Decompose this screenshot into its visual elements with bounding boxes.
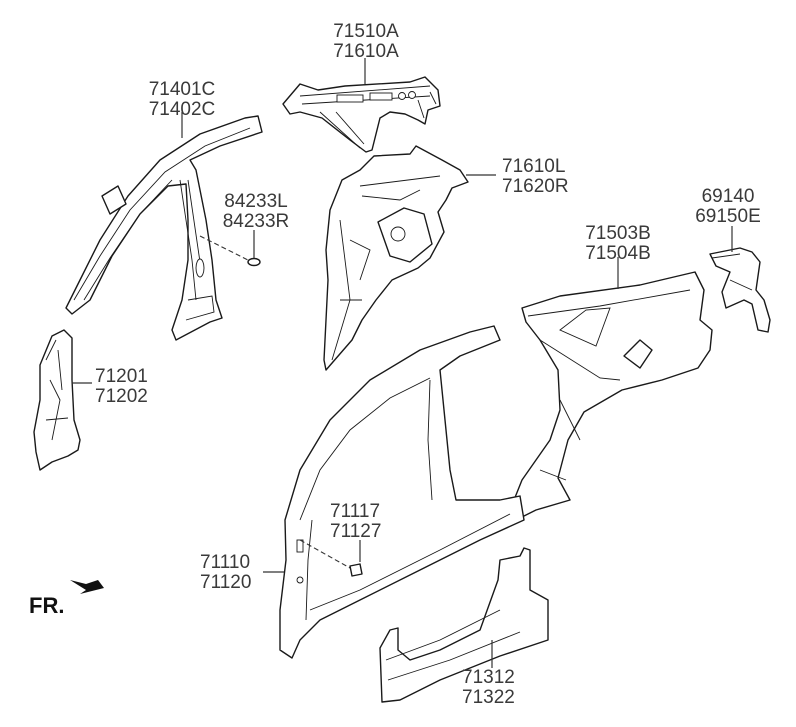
part-tailgate-bracket[interactable] [709,226,771,333]
part-front-pillar-inner[interactable] [33,329,92,471]
part-number: 71402C [148,99,216,120]
part-number: 71503B [585,223,651,244]
part-number: 71322 [462,687,515,708]
label-bracket-clip: 71117 71127 [330,502,381,542]
label-clip: 84233L 84233R [216,192,296,232]
part-quarter-panel[interactable] [513,271,713,519]
part-number: 71610L [502,156,566,177]
part-number: 71510A [333,21,399,42]
label-roof-rail-upper: 71510A 71610A [326,22,406,62]
label-quarter-panel: 71503B 71504B [578,224,658,264]
part-number: 71202 [95,386,148,407]
part-number: 71620R [502,176,569,197]
part-number: 71312 [462,667,515,688]
label-front-pillar-inner: 71201 71202 [95,367,148,407]
part-number: 69140 [701,186,755,207]
part-number: 71120 [200,572,252,593]
part-number: 71127 [330,521,382,542]
label-roof-rail-inner: 71401C 71402C [142,80,222,120]
part-side-outer-panel[interactable] [263,325,525,659]
part-number: 71117 [330,501,381,522]
part-roof-rail-inner[interactable] [65,115,263,341]
part-number: 84233L [224,191,288,212]
part-number: 71401C [148,79,216,100]
part-number: 69150E [695,206,761,227]
part-number: 71504B [585,243,651,264]
front-direction-label: FR. [29,593,65,618]
label-wheel-house-inner: 71610L 71620R [502,157,569,197]
part-wheel-house-inner[interactable] [323,145,469,371]
part-side-sill[interactable] [379,547,549,703]
label-side-outer-panel: 71110 71120 [200,553,251,593]
part-clip[interactable] [199,230,261,267]
label-tailgate-bracket: 69140 69150E [688,187,768,227]
part-roof-rail-upper[interactable] [282,76,441,153]
arrow-down-left-icon [70,580,104,594]
part-number: 71201 [95,366,148,387]
label-side-sill: 71312 71322 [462,668,515,708]
part-number: 71610A [333,41,399,62]
part-number: 84233R [222,211,290,232]
part-number: 71110 [200,552,251,573]
